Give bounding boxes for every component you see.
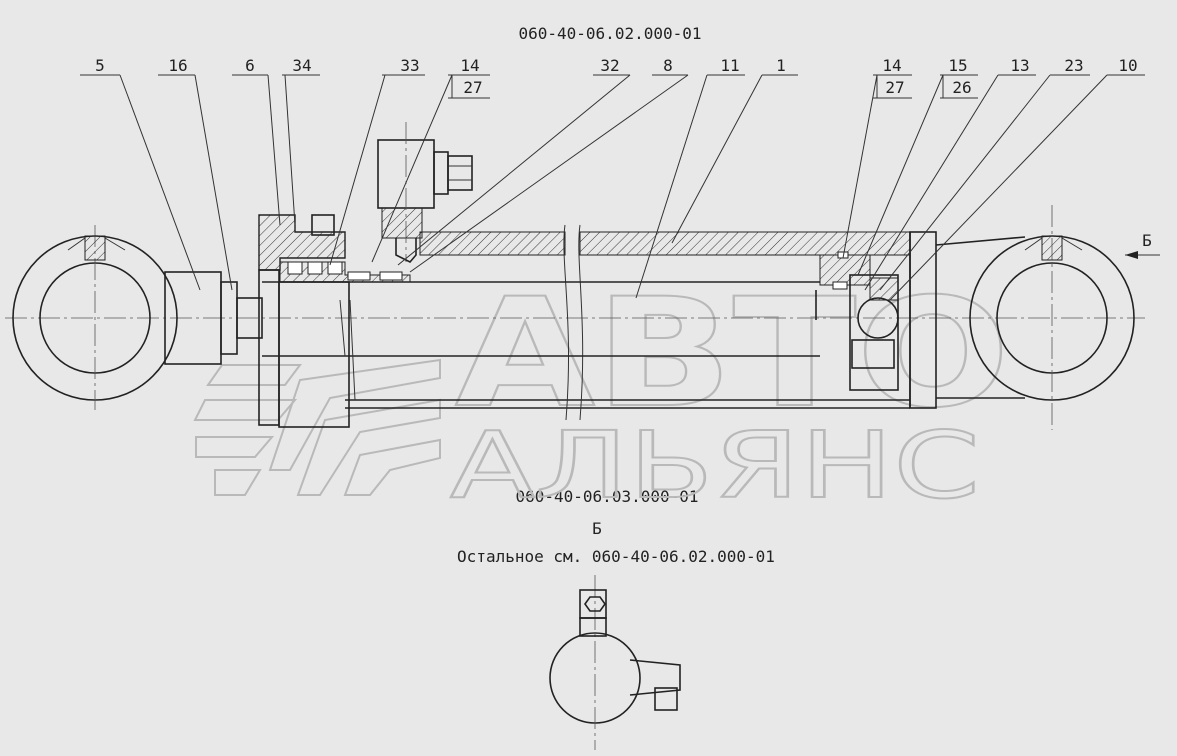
callout-1: 1 bbox=[776, 56, 786, 75]
right-eye bbox=[935, 205, 1135, 430]
callout-11: 11 bbox=[720, 56, 739, 75]
watermark-line1: АВТО bbox=[455, 267, 1010, 441]
callout-6: 6 bbox=[245, 56, 255, 75]
callout-26: 26 bbox=[952, 78, 971, 97]
callout-34: 34 bbox=[292, 56, 311, 75]
piston-rod bbox=[262, 281, 820, 401]
top-drawing-number: 060-40-06.02.000-01 bbox=[518, 24, 701, 43]
callout-14-right: 14 bbox=[882, 56, 901, 75]
watermark-logo: АВТО АЛЬЯНС bbox=[193, 266, 1011, 520]
cylinder-barrel bbox=[345, 224, 937, 421]
callout-27-right: 27 bbox=[885, 78, 904, 97]
view-arrow-label: Б bbox=[1142, 231, 1152, 250]
cylinder-head bbox=[258, 214, 411, 428]
callout-15: 15 bbox=[948, 56, 967, 75]
view-label: Б bbox=[592, 519, 602, 538]
pipe-fitting bbox=[377, 122, 473, 263]
callout-33: 33 bbox=[400, 56, 419, 75]
leader-lines bbox=[80, 74, 1145, 301]
callout-13: 13 bbox=[1010, 56, 1029, 75]
callout-16: 16 bbox=[168, 56, 187, 75]
callout-32: 32 bbox=[600, 56, 619, 75]
bottom-drawing-number: 060-40-06.03.000-01 bbox=[515, 487, 698, 506]
section-view-b bbox=[549, 575, 681, 750]
reference-note: Остальное см. 060-40-06.02.000-01 bbox=[457, 547, 775, 566]
watermark-emblem bbox=[193, 358, 441, 496]
callout-10: 10 bbox=[1118, 56, 1137, 75]
view-arrow: Б bbox=[1125, 231, 1160, 259]
callout-14-left: 14 bbox=[460, 56, 479, 75]
callout-5: 5 bbox=[95, 56, 105, 75]
callout-27-left: 27 bbox=[463, 78, 482, 97]
callout-8: 8 bbox=[663, 56, 673, 75]
watermark-line2: АЛЬЯНС bbox=[450, 412, 980, 519]
callout-labels: 5 16 6 34 33 14 27 32 8 11 1 14 27 15 26… bbox=[95, 56, 1137, 97]
callout-23: 23 bbox=[1064, 56, 1083, 75]
left-eye bbox=[12, 225, 178, 410]
